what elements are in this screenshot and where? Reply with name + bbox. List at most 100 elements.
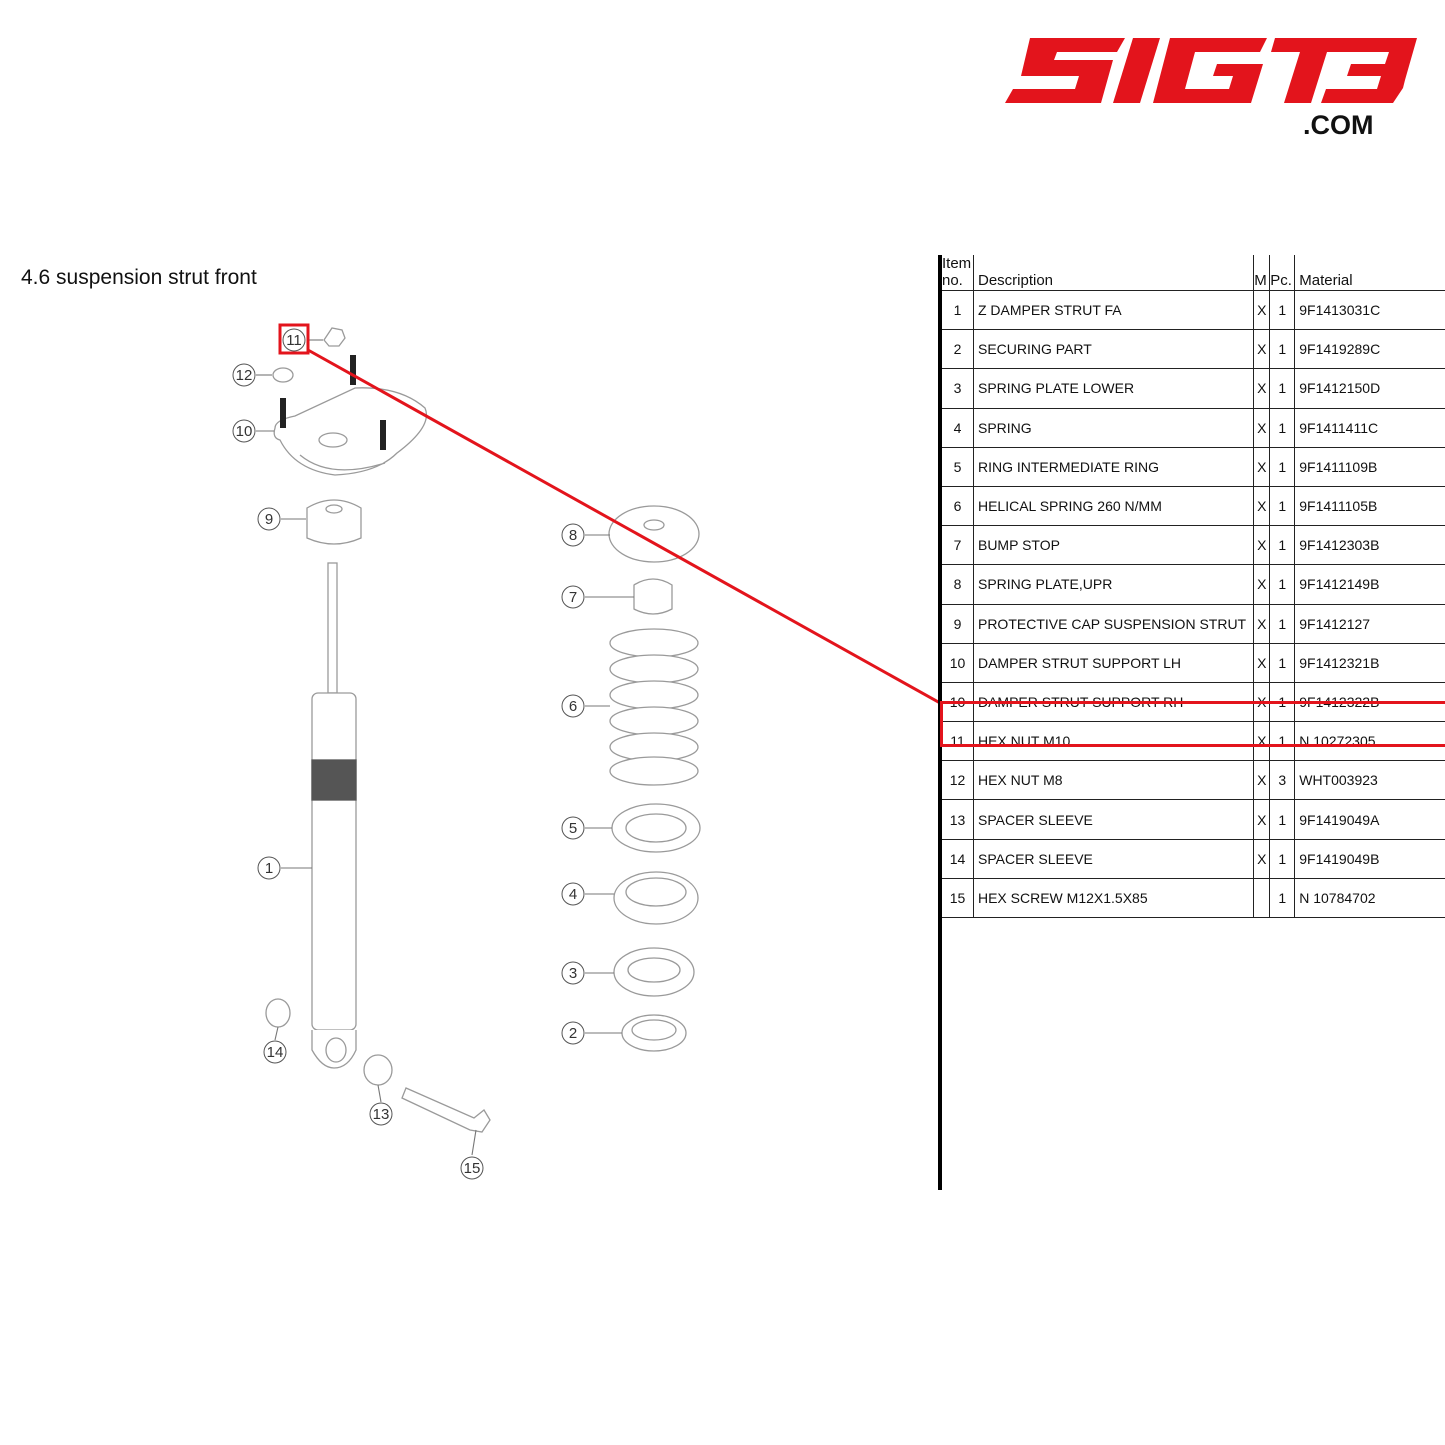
cell-description: HEX SCREW M12X1.5X85 xyxy=(973,878,1255,919)
helical-spring-drawing xyxy=(609,628,699,786)
cell-m: X xyxy=(1253,799,1271,840)
stud-right xyxy=(380,420,386,450)
cell-pc: 1 xyxy=(1269,564,1296,605)
callout-8: 8 xyxy=(561,523,585,547)
callout-7-label: 7 xyxy=(569,589,577,606)
callout-11-highlight-box xyxy=(278,323,310,355)
cell-material: 9F1412127 xyxy=(1294,604,1445,644)
callout-1-label: 1 xyxy=(265,860,273,877)
brand-logo[interactable] xyxy=(1005,30,1420,145)
cell-item-no: 1 xyxy=(942,290,974,331)
cell-item-no: 12 xyxy=(942,760,974,801)
cell-material: 9F1412321B xyxy=(1294,643,1445,683)
exploded-parts-diagram: 11 12 10 9 8 7 6 5 4 3 2 1 14 13 15 xyxy=(232,323,940,1180)
cell-material: 9F1419049A xyxy=(1294,799,1445,840)
cell-m: X xyxy=(1253,447,1271,487)
cell-item-no: 10 xyxy=(942,643,974,683)
cell-item-no: 2 xyxy=(942,329,974,370)
logo-domain-suffix: .COM xyxy=(1303,110,1374,140)
spring-plate-upper-drawing xyxy=(608,505,700,563)
callout-14-label: 14 xyxy=(267,1044,284,1061)
cell-description: HEX NUT M10 xyxy=(973,721,1255,762)
cell-m: X xyxy=(1253,290,1271,331)
cell-description: SECURING PART xyxy=(973,329,1255,370)
callout-15: 15 xyxy=(460,1156,484,1180)
callout-4: 4 xyxy=(561,882,585,906)
cell-item-no: 5 xyxy=(942,447,974,487)
cell-material: 9F1412303B xyxy=(1294,525,1445,566)
cell-m: X xyxy=(1253,839,1271,879)
callout-3: 3 xyxy=(561,961,585,985)
cell-pc: 1 xyxy=(1269,682,1296,723)
cell-pc: 1 xyxy=(1269,486,1296,527)
cell-pc: 1 xyxy=(1269,447,1296,487)
cell-item-no: 4 xyxy=(942,408,974,448)
hex-screw-drawing xyxy=(401,1087,491,1133)
callout-3-label: 3 xyxy=(569,965,577,982)
cell-material: 9F1411411C xyxy=(1294,408,1445,448)
cell-item-no: 9 xyxy=(942,604,974,644)
cell-item-no: 15 xyxy=(942,878,974,919)
cell-m: X xyxy=(1253,564,1271,605)
callout-2-label: 2 xyxy=(569,1025,577,1042)
cell-pc: 1 xyxy=(1269,329,1296,370)
cell-m: X xyxy=(1253,525,1271,566)
cell-m: X xyxy=(1253,721,1271,762)
logo-lettering xyxy=(1005,38,1417,103)
table-header-row: Item no. Description M Pc. Material xyxy=(942,255,1445,291)
cell-material: 9F1413031C xyxy=(1294,290,1445,331)
header-item-no: Item no. xyxy=(942,255,974,291)
callout-labels: 11 12 10 9 8 7 6 5 4 3 2 1 14 13 15 xyxy=(232,328,585,1180)
callout-5-label: 5 xyxy=(569,820,577,837)
section-title: 4.6 suspension strut front xyxy=(21,266,257,289)
cell-pc: 1 xyxy=(1269,368,1296,409)
cell-material: 9F1412150D xyxy=(1294,368,1445,409)
callout-12-label: 12 xyxy=(236,367,253,384)
callout-5: 5 xyxy=(561,816,585,840)
cell-pc: 1 xyxy=(1269,839,1296,879)
cell-pc: 1 xyxy=(1269,525,1296,566)
callout-14: 14 xyxy=(263,1040,287,1064)
cell-description: SPRING PLATE LOWER xyxy=(973,368,1255,409)
cell-m: X xyxy=(1253,643,1271,683)
callout-4-label: 4 xyxy=(569,886,577,903)
cell-pc: 1 xyxy=(1269,290,1296,331)
cell-description: SPRING PLATE,UPR xyxy=(973,564,1255,605)
cell-description: Z DAMPER STRUT FA xyxy=(973,290,1255,331)
stud-top xyxy=(350,355,356,385)
hex-nut-m10-drawing xyxy=(323,327,346,347)
cell-description: SPACER SLEEVE xyxy=(973,839,1255,879)
cell-m xyxy=(1253,878,1271,919)
callout-8-label: 8 xyxy=(569,527,577,544)
callout-13-label: 13 xyxy=(373,1106,390,1123)
callout-1: 1 xyxy=(257,856,281,880)
cell-item-no: 7 xyxy=(942,525,974,566)
cell-description: SPRING xyxy=(973,408,1255,448)
cell-material: 9F1419289C xyxy=(1294,329,1445,370)
strut-support-drawing xyxy=(273,387,427,476)
cell-m: X xyxy=(1253,486,1271,527)
cell-description: SPACER SLEEVE xyxy=(973,799,1255,840)
cell-material: N 10272305 xyxy=(1294,721,1445,762)
cell-m: X xyxy=(1253,760,1271,801)
cell-item-no: 13 xyxy=(942,799,974,840)
cell-material: 9F1412149B xyxy=(1294,564,1445,605)
cell-description: BUMP STOP xyxy=(973,525,1255,566)
